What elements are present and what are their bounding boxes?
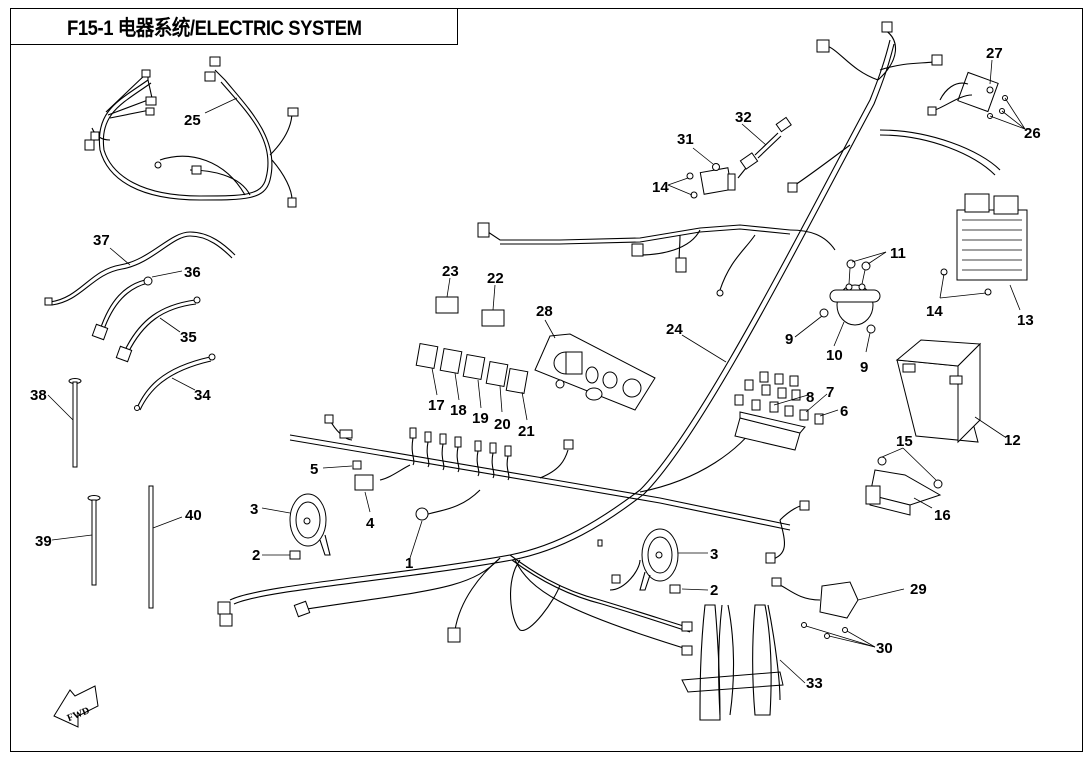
callout-15: 15 <box>896 433 913 450</box>
power-socket-kit-28 <box>534 319 656 411</box>
callout-19: 19 <box>472 410 489 427</box>
voltage-regulator-13 <box>939 193 1028 311</box>
callout-30: 30 <box>876 640 893 657</box>
callout-37: 37 <box>93 232 110 249</box>
starter-relay-10 <box>794 251 887 353</box>
callout-31: 31 <box>677 131 694 148</box>
relay-31-sensor-32 <box>667 116 792 199</box>
callout-27: 27 <box>986 45 1003 62</box>
callout-40: 40 <box>185 507 202 524</box>
battery-12 <box>895 339 1006 444</box>
callout-18: 18 <box>450 402 467 419</box>
callout-6: 6 <box>840 403 848 420</box>
diagram-frame <box>10 8 1083 752</box>
switches-17-23 <box>415 277 529 421</box>
callout-14b: 14 <box>926 303 943 320</box>
relay-29 <box>771 577 905 648</box>
fuses-group <box>734 371 824 425</box>
callout-20: 20 <box>494 416 511 433</box>
callout-9b: 9 <box>860 359 868 376</box>
callout-11: 11 <box>890 245 906 262</box>
callout-4: 4 <box>366 515 375 532</box>
callout-3b: 3 <box>710 546 718 563</box>
callout-9a: 9 <box>785 331 793 348</box>
callout-34: 34 <box>194 387 211 404</box>
callout-labels: 1 2 2 3 3 4 5 6 7 8 9 9 10 11 12 13 14 1… <box>30 45 1041 692</box>
main-wire-harness-24 <box>217 21 1001 656</box>
callout-23: 23 <box>442 263 459 280</box>
callout-22: 22 <box>487 270 504 287</box>
callout-28: 28 <box>536 303 553 320</box>
title-box: F15-1 电器系统/ELECTRIC SYSTEM <box>10 8 458 45</box>
callout-16: 16 <box>934 507 951 524</box>
callout-10: 10 <box>826 347 843 364</box>
page-title: F15-1 电器系统/ELECTRIC SYSTEM <box>67 16 362 40</box>
ignition-coil-27 <box>927 59 1026 130</box>
callout-38: 38 <box>30 387 47 404</box>
forward-arrow-icon: FWD <box>53 685 99 728</box>
callout-33: 33 <box>806 675 823 692</box>
callout-12: 12 <box>1004 432 1021 449</box>
ecu-16 <box>865 447 943 516</box>
callout-13: 13 <box>1017 312 1034 329</box>
cable-ties-38-40 <box>47 378 183 609</box>
horn-left <box>261 493 331 560</box>
callout-3a: 3 <box>250 501 258 518</box>
callout-35: 35 <box>180 329 197 346</box>
sub-harness-25 <box>84 56 299 208</box>
callout-17: 17 <box>428 397 445 414</box>
callout-7: 7 <box>826 384 834 401</box>
callout-1: 1 <box>405 555 413 572</box>
callout-39: 39 <box>35 533 52 550</box>
parts-1-4-5 <box>322 460 429 559</box>
fuse-box <box>734 371 839 451</box>
strap-33 <box>681 604 806 721</box>
callout-32: 32 <box>735 109 752 126</box>
callout-5: 5 <box>310 461 318 478</box>
callout-24: 24 <box>666 321 683 338</box>
connector-bank <box>409 427 512 481</box>
callout-2b: 2 <box>710 582 718 599</box>
callout-14a: 14 <box>652 179 669 196</box>
callout-26: 26 <box>1024 125 1041 142</box>
horn-right <box>639 528 709 594</box>
cables-34-37 <box>44 231 236 411</box>
callout-36: 36 <box>184 264 201 281</box>
callout-2a: 2 <box>252 547 260 564</box>
callout-25: 25 <box>184 112 201 129</box>
callout-21: 21 <box>518 423 535 440</box>
callout-8: 8 <box>806 389 814 406</box>
callout-29: 29 <box>910 581 927 598</box>
